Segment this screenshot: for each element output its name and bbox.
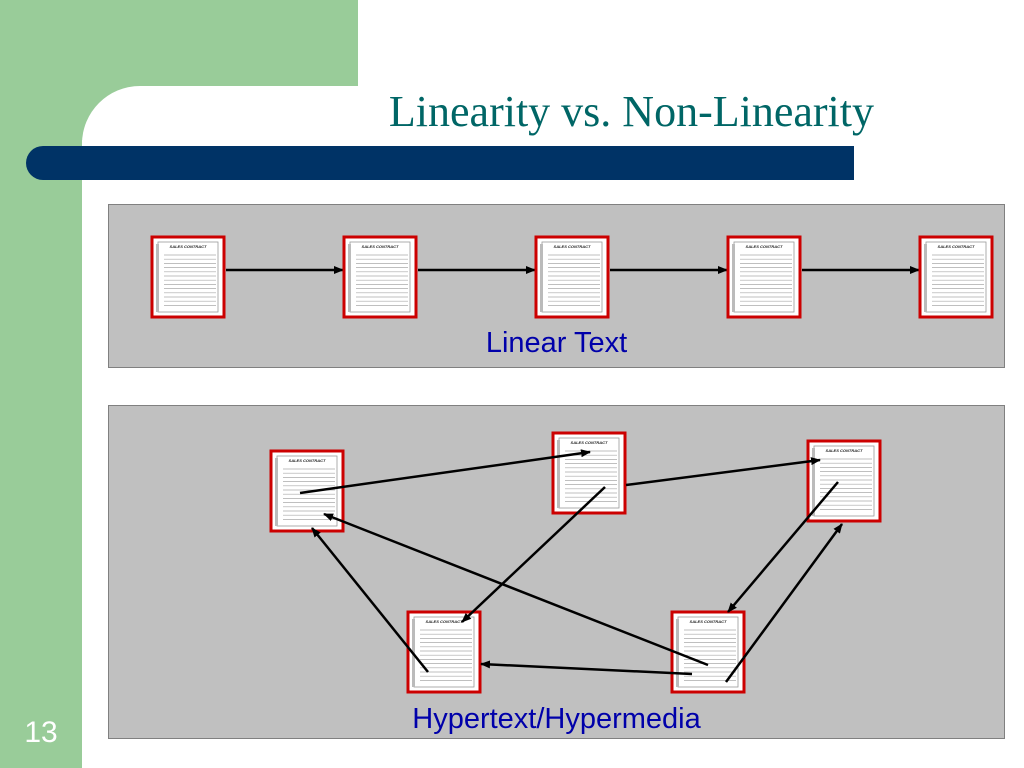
page-shadow [557,440,560,508]
document-label: SALES CONTRACT [289,458,326,463]
hypertext-arrow [727,481,839,613]
linear-document: SALES CONTRACT [726,235,802,319]
hypertext-arrow [311,527,429,673]
page-shadow [275,458,278,526]
hypertext-arrow [323,512,709,667]
page-shadow [732,244,735,312]
document-page [157,241,219,313]
linear-document: SALES CONTRACT [918,235,994,319]
hypertext-document: SALES CONTRACT [806,439,882,523]
document-page [925,241,987,313]
document-page [349,241,411,313]
hypertext-arrow [461,486,606,623]
page-shadow [156,244,159,312]
document-label: SALES CONTRACT [690,619,727,624]
hypertext-arrow [299,449,591,495]
slide-number: 13 [24,716,58,749]
hypertext-arrow [625,457,821,487]
page-shadow [924,244,927,312]
slide-title: Linearity vs. Non-Linearity [388,87,874,136]
document-label: SALES CONTRACT [571,440,608,445]
document-label: SALES CONTRACT [746,244,783,249]
document-page [813,445,875,517]
page-shadow [812,448,815,516]
linear-caption: Linear Text [485,327,628,359]
hypertext-caption: Hypertext/Hypermedia [412,703,701,735]
page-shadow [348,244,351,312]
page-shadow [540,244,543,312]
hypertext-arrow [724,523,844,683]
hypertext-arrow [480,660,693,676]
document-label: SALES CONTRACT [554,244,591,249]
document-label: SALES CONTRACT [938,244,975,249]
document-page [413,616,475,688]
linear-document: SALES CONTRACT [150,235,226,319]
hypertext-document: SALES CONTRACT [406,610,482,694]
linear-document: SALES CONTRACT [534,235,610,319]
linear-document: SALES CONTRACT [342,235,418,319]
document-label: SALES CONTRACT [826,448,863,453]
document-label: SALES CONTRACT [362,244,399,249]
document-label: SALES CONTRACT [426,619,463,624]
document-label: SALES CONTRACT [170,244,207,249]
hypertext-document: SALES CONTRACT [670,610,746,694]
document-page [677,616,739,688]
title-underline-bar [26,146,854,180]
document-page [733,241,795,313]
